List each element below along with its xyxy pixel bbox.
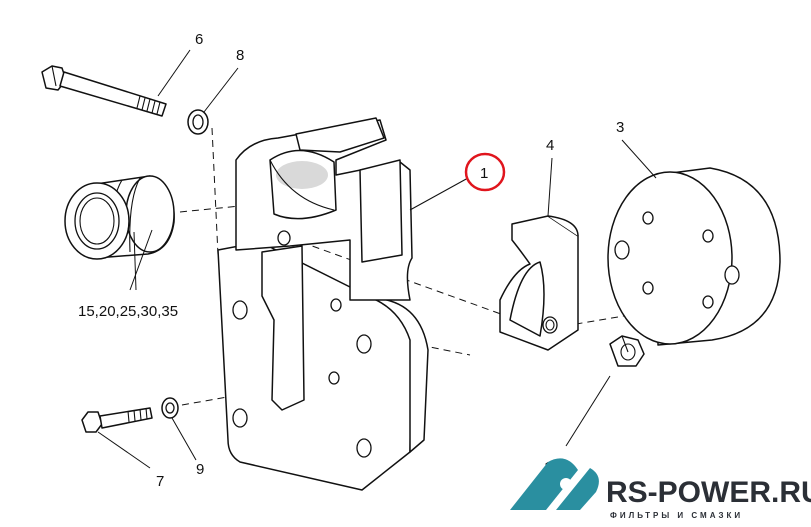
callout-3: 3 [616,119,624,136]
clamp-axis [289,237,513,319]
washer-9 [161,397,179,419]
brand-logo [510,458,599,510]
callout-1: 1 [480,165,488,182]
callout-7: 7 [156,473,164,490]
flange-3 [607,167,781,346]
callout-4: 4 [546,137,554,154]
main-bracket-1 [217,117,429,491]
bushing [64,175,175,260]
callout-9: 9 [196,461,204,478]
bolt-6 [41,65,167,117]
nut-10 [609,335,645,367]
brand-name: RS-POWER.RU [606,476,811,509]
highlight-circle [464,152,506,192]
bolt-7 [81,407,153,433]
brand-tagline: ФИЛЬТРЫ И СМАЗКИ [610,511,743,520]
leader-lines [97,49,657,469]
watermark: RS-POWER.RU ФИЛЬТРЫ И СМАЗКИ [510,458,811,520]
bolt-6-thread [136,95,161,115]
callout-bushings: 15,20,25,30,35 [78,303,178,320]
nut-axis [419,344,471,356]
clamp-4 [499,215,579,351]
arm-pin-hole [277,230,291,246]
washer-8 [187,109,209,135]
callout-8: 8 [236,47,244,64]
callout-6: 6 [195,31,203,48]
bracket-arm [261,245,305,411]
bolt-6-axis [211,127,219,256]
